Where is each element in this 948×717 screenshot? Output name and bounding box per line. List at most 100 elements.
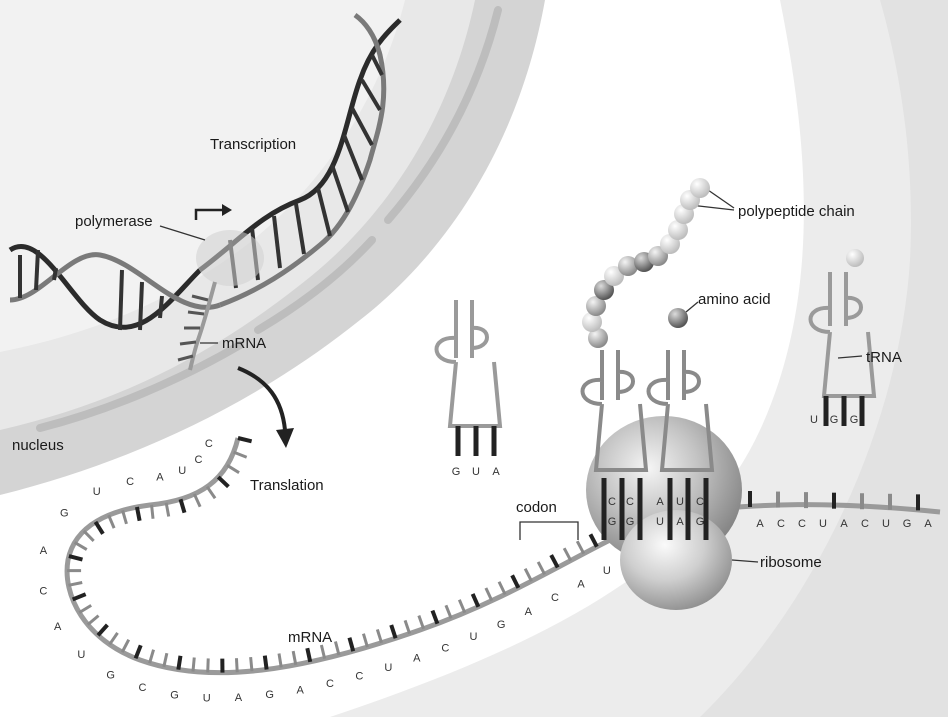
- nucleotide-tick: [88, 616, 99, 625]
- mrna-base-letter: A: [840, 518, 848, 530]
- mrna-base-letter: C: [777, 518, 785, 530]
- nucleotide-tick: [265, 656, 267, 670]
- nucleotide-tick: [405, 620, 410, 633]
- nucleotide-tick: [73, 594, 86, 599]
- nucleotide-tick: [109, 515, 114, 528]
- nucleotide-tick: [234, 452, 247, 457]
- nucleotide-tick: [538, 562, 545, 574]
- nucleotide-tick: [363, 634, 367, 647]
- label-transcription: Transcription: [210, 137, 296, 152]
- nucleus-region: [0, 0, 545, 495]
- codon-letter: G: [626, 516, 635, 528]
- anticodon-letter: C: [608, 496, 616, 508]
- nucleotide-tick: [194, 494, 200, 507]
- nucleotide-tick: [122, 640, 129, 652]
- codon-letter: G: [696, 516, 705, 528]
- nucleotide-tick: [207, 487, 215, 499]
- anticodon-letter: U: [676, 496, 684, 508]
- mrna-base-letter: C: [326, 678, 334, 690]
- mrna-base-letter: A: [54, 621, 62, 633]
- mrna-base-letter: C: [861, 518, 869, 530]
- anticodon-letter: G: [830, 414, 839, 426]
- nucleotide-tick: [432, 611, 437, 624]
- nucleotide-tick: [335, 641, 339, 655]
- nucleotide-tick: [150, 650, 154, 663]
- nucleotide-tick: [512, 575, 518, 588]
- nucleotide-tick: [486, 588, 492, 601]
- mrna-base-letter: C: [798, 518, 806, 530]
- label-translation: Translation: [250, 478, 324, 493]
- label-polypeptide-chain: polypeptide chain: [738, 204, 855, 219]
- mrna-base-letter: G: [60, 508, 69, 520]
- codon-letter: U: [656, 516, 664, 528]
- mrna-base-letter: U: [178, 465, 186, 477]
- label-nucleus: nucleus: [12, 438, 64, 453]
- mrna-base-letter: A: [413, 652, 421, 664]
- nucleotide-tick: [123, 510, 127, 523]
- nucleotide-tick: [136, 645, 141, 658]
- label-mrna-bottom: mRNA: [288, 630, 332, 645]
- mrna-base-letter: A: [577, 578, 585, 590]
- mrna-base-letter: U: [203, 692, 211, 704]
- mrna-base-letter: A: [525, 606, 533, 618]
- nucleotide-tick: [208, 658, 209, 672]
- mrna-base-letter: G: [265, 689, 274, 701]
- nucleotide-tick: [68, 582, 82, 585]
- amino-acid-on-trna: [846, 249, 864, 267]
- nucleotide-tick: [590, 534, 596, 546]
- mrna-base-letter: C: [355, 670, 363, 682]
- nucleotide-tick: [178, 656, 180, 670]
- nucleotide-tick: [98, 625, 107, 635]
- mrna-base-letter: A: [756, 518, 764, 530]
- nucleotide-tick: [321, 645, 324, 659]
- mrna-base-letter: C: [39, 586, 47, 598]
- nucleotide-tick: [473, 594, 479, 607]
- nucleotide-tick: [137, 507, 140, 521]
- nucleotide-tick: [236, 658, 237, 672]
- nucleotide-tick: [446, 605, 451, 618]
- mrna-base-letter: C: [126, 476, 134, 488]
- polypeptide-chain: [582, 178, 710, 348]
- mrna-base-letter: C: [551, 592, 559, 604]
- nucleotide-tick: [181, 499, 185, 512]
- trna-free-left: [437, 300, 501, 456]
- nucleotide-tick: [459, 600, 464, 613]
- anticodon-letter: A: [656, 496, 664, 508]
- nucleotide-tick: [251, 657, 252, 671]
- nucleotide-tick: [110, 633, 118, 645]
- mrna-base-letter: C: [205, 438, 213, 450]
- nucleotide-tick: [349, 638, 353, 651]
- mrna-base-letter: G: [106, 669, 115, 681]
- mrna-base-letter: G: [497, 619, 506, 631]
- mrna-base-letter: U: [77, 649, 85, 661]
- nucleotide-tick: [577, 541, 584, 553]
- mrna-base-letter: C: [138, 682, 146, 694]
- nucleotide-tick: [96, 522, 103, 534]
- mrna-base-letter: G: [903, 518, 912, 530]
- mrna-base-letter: U: [603, 565, 611, 577]
- label-codon: codon: [516, 500, 557, 515]
- nucleotide-tick: [164, 653, 167, 667]
- nucleotide-tick: [69, 556, 83, 560]
- nucleotide-tick: [377, 629, 381, 642]
- mrna-base-letter: A: [924, 518, 932, 530]
- label-mrna-top: mRNA: [222, 336, 266, 351]
- nucleotide-tick: [84, 531, 94, 541]
- anticodon-letter: C: [626, 496, 634, 508]
- nucleotide-tick: [218, 477, 228, 487]
- mrna-base-letter: C: [441, 642, 449, 654]
- mrna-base-letter: U: [384, 662, 392, 674]
- mrna-base-letter: A: [235, 692, 243, 704]
- mrna-base-letter: U: [819, 518, 827, 530]
- label-ribosome: ribosome: [760, 555, 822, 570]
- nucleotide-tick: [499, 582, 505, 595]
- nucleotide-tick: [564, 548, 571, 560]
- amino-acid: [668, 308, 688, 328]
- nucleotide-tick: [551, 555, 558, 567]
- nucleotide-tick: [391, 625, 395, 638]
- nucleotide-tick: [152, 505, 153, 519]
